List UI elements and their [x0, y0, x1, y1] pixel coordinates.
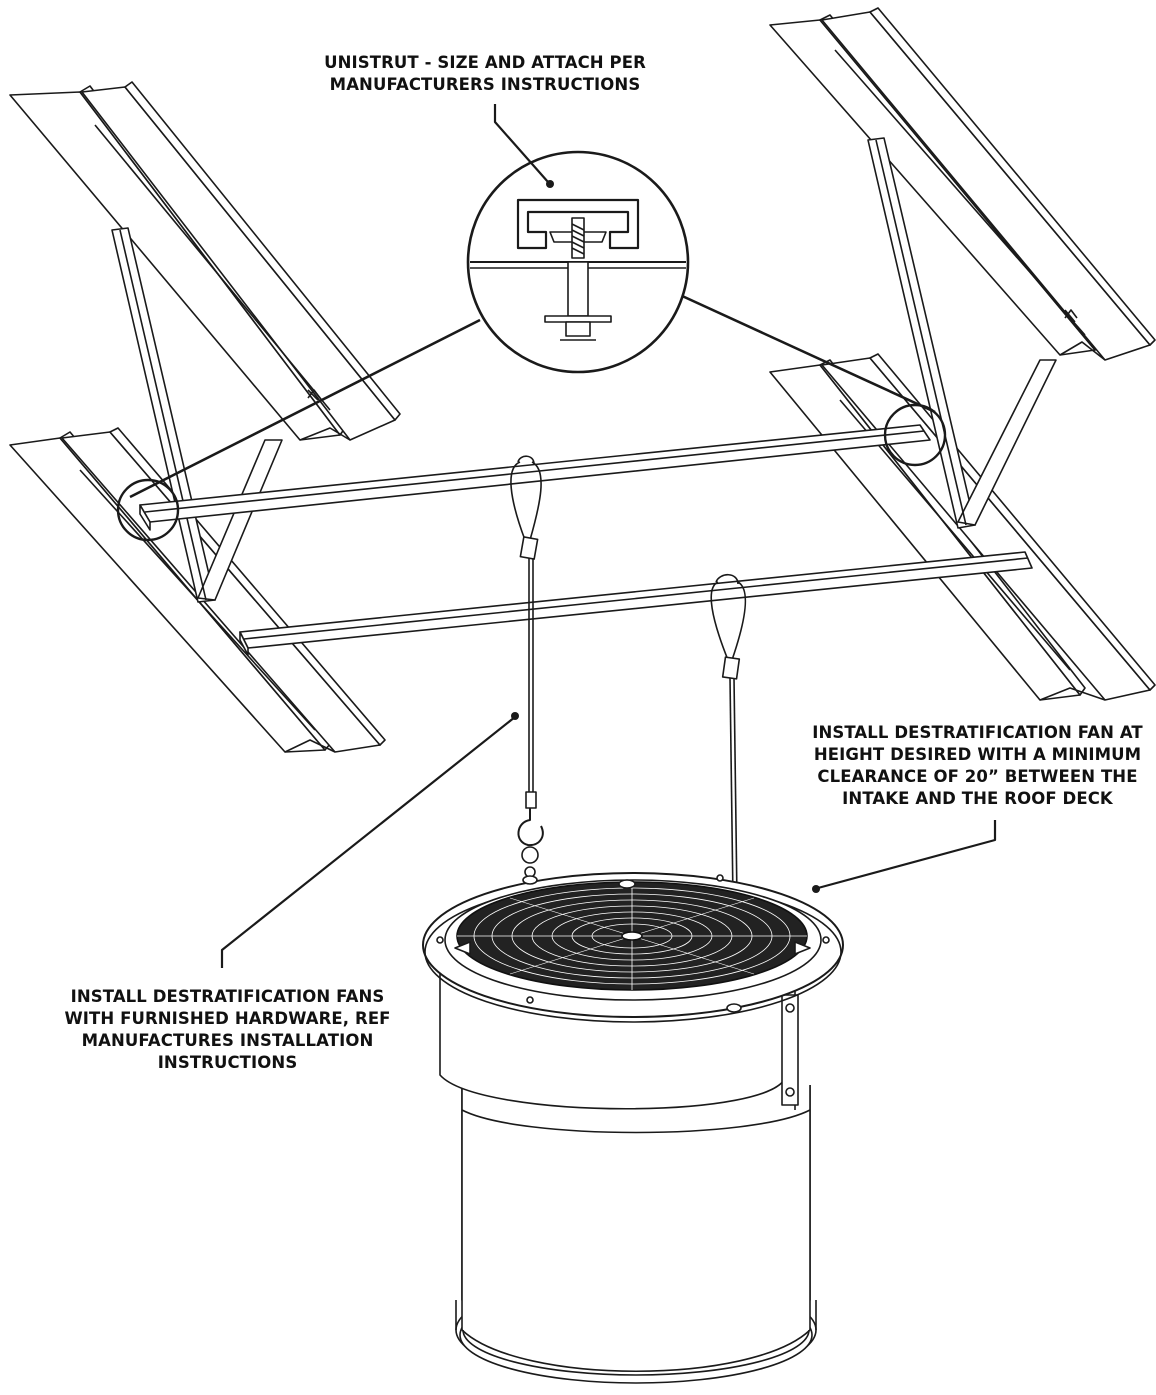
- leader-height: [812, 820, 997, 893]
- callout-unistrut-line-1: UNISTRUT - SIZE AND ATTACH PER: [324, 53, 646, 72]
- unistrut-detail: [129, 104, 936, 499]
- callout-install-hardware-line-4: INSTRUCTIONS: [157, 1053, 298, 1072]
- callout-install-hardware-line-1: INSTALL DESTRATIFICATION FANS: [70, 987, 385, 1006]
- callout-install-height-line-2: HEIGHT DESIRED WITH A MINIMUM: [813, 745, 1142, 764]
- right-web: [867, 137, 1057, 529]
- callout-install-height-line-4: INTAKE AND THE ROOF DECK: [842, 789, 1113, 808]
- left-hanger: [510, 455, 544, 878]
- right-upper-beam: [769, 7, 1156, 361]
- callout-install-hardware-line-2: WITH FURNISHED HARDWARE, REF: [64, 1009, 391, 1028]
- leader-hardware: [220, 712, 519, 968]
- left-attachment-circle: [116, 478, 180, 542]
- right-joist: [769, 7, 1156, 701]
- right-attachment-circle: [883, 403, 947, 467]
- callout-install-height-line-1: INSTALL DESTRATIFICATION FAN AT: [812, 723, 1143, 742]
- destratification-fan: [422, 872, 844, 1384]
- junction-box: [781, 994, 799, 1106]
- callout-install-hardware: INSTALL DESTRATIFICATION FANS WITH FURNI…: [55, 986, 400, 1074]
- callout-unistrut: UNISTRUT - SIZE AND ATTACH PER MANUFACTU…: [300, 52, 670, 96]
- left-joist: [9, 81, 401, 753]
- rear-unistrut-channel: [139, 424, 931, 531]
- left-upper-beam: [9, 81, 401, 441]
- callout-install-height: INSTALL DESTRATIFICATION FAN AT HEIGHT D…: [805, 722, 1150, 810]
- callout-install-height-line-3: CLEARANCE OF 20” BETWEEN THE: [817, 767, 1138, 786]
- callout-install-hardware-line-3: MANUFACTURES INSTALLATION: [81, 1031, 374, 1050]
- front-unistrut-channel: [239, 551, 1033, 656]
- callout-unistrut-line-2: MANUFACTURERS INSTRUCTIONS: [329, 75, 641, 94]
